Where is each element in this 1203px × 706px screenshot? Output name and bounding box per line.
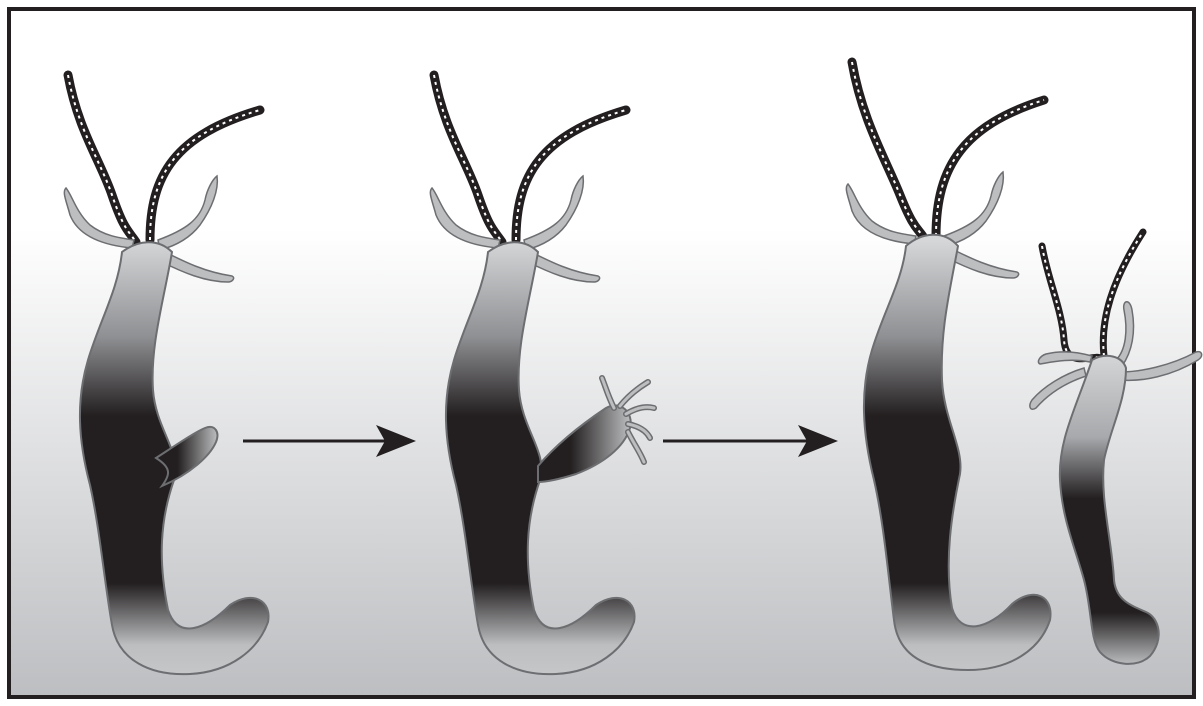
hydra-budding-diagram [0, 0, 1203, 706]
diagram-frame [0, 0, 1203, 706]
